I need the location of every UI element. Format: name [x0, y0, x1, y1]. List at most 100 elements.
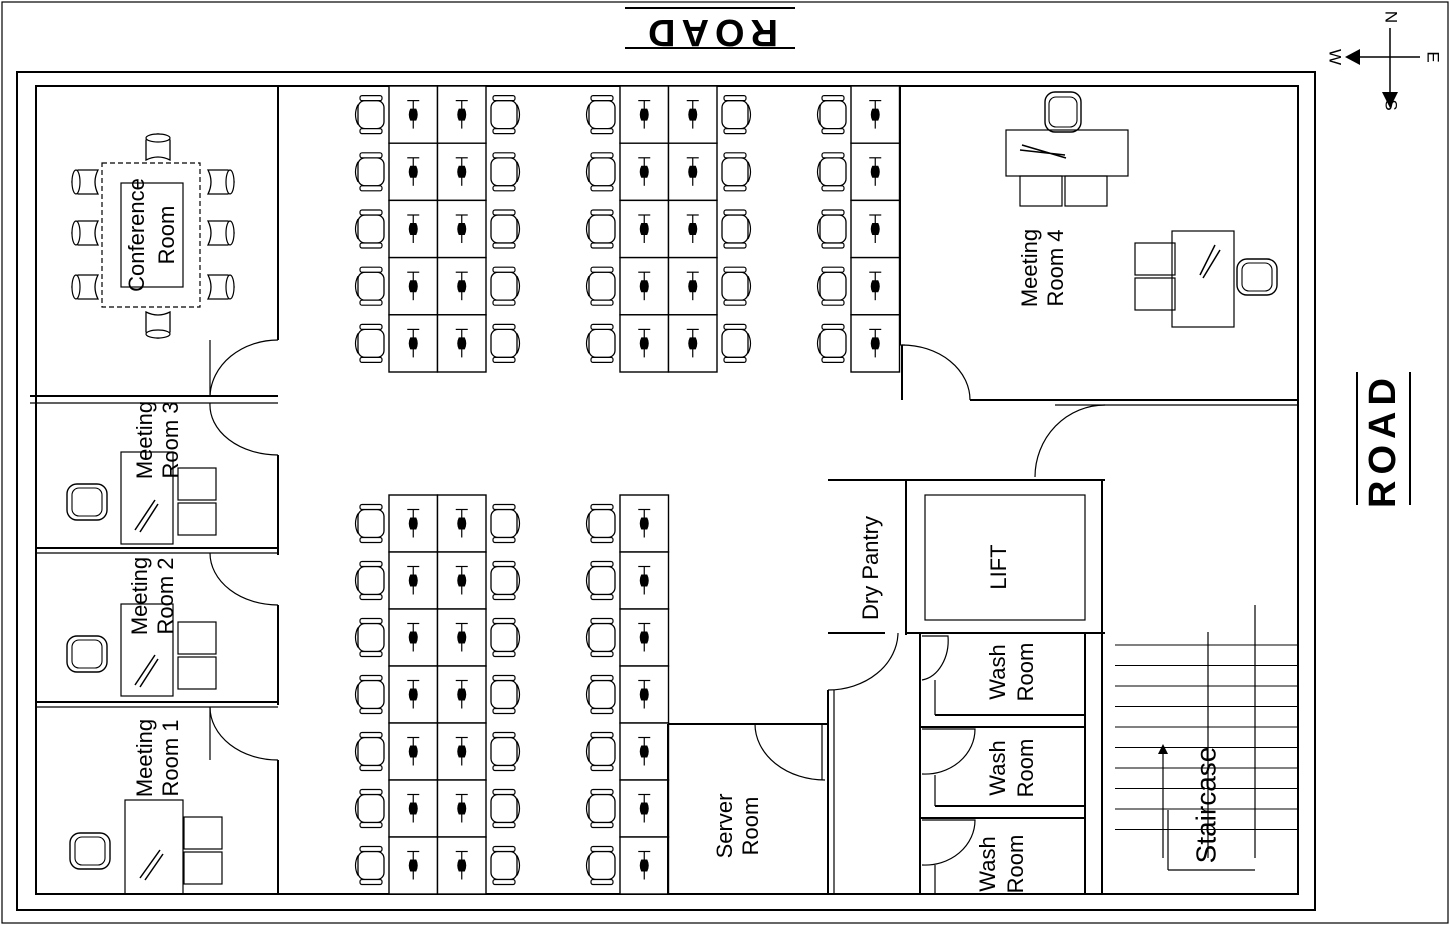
road-top-label: ROAD	[642, 11, 778, 53]
conference-label-1: Conference	[124, 178, 149, 292]
desk-chair-icon	[354, 731, 385, 772]
wash-room-1-label-2: Room	[1013, 643, 1038, 702]
meeting-room-2-label-group: Meeting Room 2	[127, 557, 178, 635]
desk-chair-icon	[354, 617, 385, 658]
desk-chair-icon	[585, 560, 616, 601]
desk-chair-icon	[490, 94, 521, 135]
lift-label: LIFT	[986, 544, 1011, 589]
desk-chair-icon	[816, 94, 847, 135]
meeting-room-1-label-group: Meeting Room 1	[132, 719, 183, 797]
wash-room-3-label-1: Wash	[975, 836, 1000, 891]
meeting-room-4-furniture	[1005, 91, 1278, 328]
desk-chair-icon	[354, 209, 385, 249]
workstation-desk	[388, 314, 439, 373]
compass: N E S W	[1326, 11, 1443, 111]
wash-room-2-label-1: Wash	[985, 740, 1010, 795]
staircase	[1115, 605, 1298, 871]
desk-chair-icon	[490, 323, 521, 364]
wash-room-2-label-group: Wash Room	[985, 739, 1038, 798]
desk-chair-icon	[490, 560, 521, 601]
desk-chair-icon	[490, 152, 521, 192]
dry-pantry-label-group: Dry Pantry	[858, 516, 883, 620]
compass-e: E	[1424, 51, 1443, 62]
workstation-desk	[388, 836, 439, 895]
meeting-room-1-label-1: Meeting	[132, 719, 157, 797]
desk-chair-icon	[721, 266, 752, 306]
desk-chair-icon	[721, 152, 752, 192]
desk-chair-icon	[490, 209, 521, 249]
desk-chair-icon	[585, 788, 616, 829]
desk-chair-icon	[490, 674, 521, 715]
road-top-label-group: ROAD	[642, 11, 778, 53]
desk-chair-icon	[816, 266, 847, 306]
desk-chair-icon	[490, 266, 521, 306]
road-right-label: ROAD	[1362, 372, 1404, 508]
meeting-room-1-label-2: Room 1	[158, 719, 183, 796]
conference-table	[101, 162, 201, 308]
desk-chair-icon	[490, 731, 521, 772]
wash-room-1-label-group: Wash Room	[985, 643, 1038, 702]
workstation-desk	[619, 199, 670, 259]
desk-chair-icon	[816, 209, 847, 249]
services-walls	[667, 479, 1105, 894]
meeting-room-3-label-group: Meeting Room 3	[132, 401, 183, 479]
desk-chair-icon	[354, 674, 385, 715]
desk-chair-icon	[585, 209, 616, 249]
compass-w: W	[1326, 49, 1345, 65]
meeting-room-2-furniture	[66, 603, 217, 697]
desk-chair-icon	[354, 94, 385, 135]
wash-room-3-label-2: Room	[1003, 835, 1028, 894]
workstation-area	[354, 85, 901, 895]
desk-chair-icon	[816, 152, 847, 192]
compass-south-arrow-icon	[1382, 92, 1398, 108]
desk-chair-icon	[585, 845, 616, 886]
meeting-room-2-label-1: Meeting	[127, 557, 152, 635]
road-right-label-group: ROAD	[1362, 372, 1404, 508]
desk-chair-icon	[354, 503, 385, 544]
meeting-room-4-label-group: Meeting Room 4	[1017, 229, 1068, 307]
desk-chair-icon	[585, 323, 616, 364]
server-room-label-1: Server	[712, 794, 737, 859]
meeting-room-3-furniture	[66, 451, 217, 545]
meeting-room-4-label-2: Room 4	[1043, 229, 1068, 306]
desk-chair-icon	[585, 503, 616, 544]
desk-chair-icon	[721, 209, 752, 249]
desk-chair-icon	[585, 617, 616, 658]
desk-chair-icon	[354, 845, 385, 886]
left-rooms-walls	[30, 86, 279, 894]
wash-room-2-label-2: Room	[1013, 739, 1038, 798]
meeting-room-3-label-1: Meeting	[132, 401, 157, 479]
lift-shaft	[924, 494, 1086, 621]
stair-arrow-icon	[1158, 744, 1168, 754]
desk-chair-icon	[816, 323, 847, 364]
desk-chair-icon	[585, 152, 616, 192]
building-outline	[16, 71, 1316, 911]
desk-chair-icon	[721, 94, 752, 135]
meeting-room-1-furniture	[69, 799, 223, 895]
desk-chair-icon	[721, 323, 752, 364]
staircase-label: Staircase	[1190, 747, 1221, 864]
meeting-room-4-walls	[899, 86, 1298, 478]
compass-n: N	[1382, 11, 1401, 23]
wash-room-3-label-group: Wash Room	[975, 835, 1028, 894]
wash-room-1-label-1: Wash	[985, 644, 1010, 699]
desk-chair-icon	[585, 94, 616, 135]
server-room-label-group: Server Room	[712, 794, 763, 859]
desk-chair-icon	[490, 617, 521, 658]
desk-chair-icon	[354, 152, 385, 192]
desk-chair-icon	[490, 503, 521, 544]
desk-chair-icon	[490, 845, 521, 886]
desk-chair-icon	[354, 560, 385, 601]
staircase-label-group: Staircase	[1190, 747, 1221, 864]
desk-chair-icon	[585, 731, 616, 772]
meeting-room-4-label-1: Meeting	[1017, 229, 1042, 307]
dry-pantry-label: Dry Pantry	[858, 516, 883, 620]
compass-s: S	[1382, 99, 1401, 110]
desk-chair-icon	[354, 788, 385, 829]
desk-chair-icon	[354, 323, 385, 364]
compass-west-arrow-icon	[1345, 49, 1360, 65]
conference-label-2: Room	[154, 206, 179, 265]
meeting-room-2-label-2: Room 2	[153, 557, 178, 634]
